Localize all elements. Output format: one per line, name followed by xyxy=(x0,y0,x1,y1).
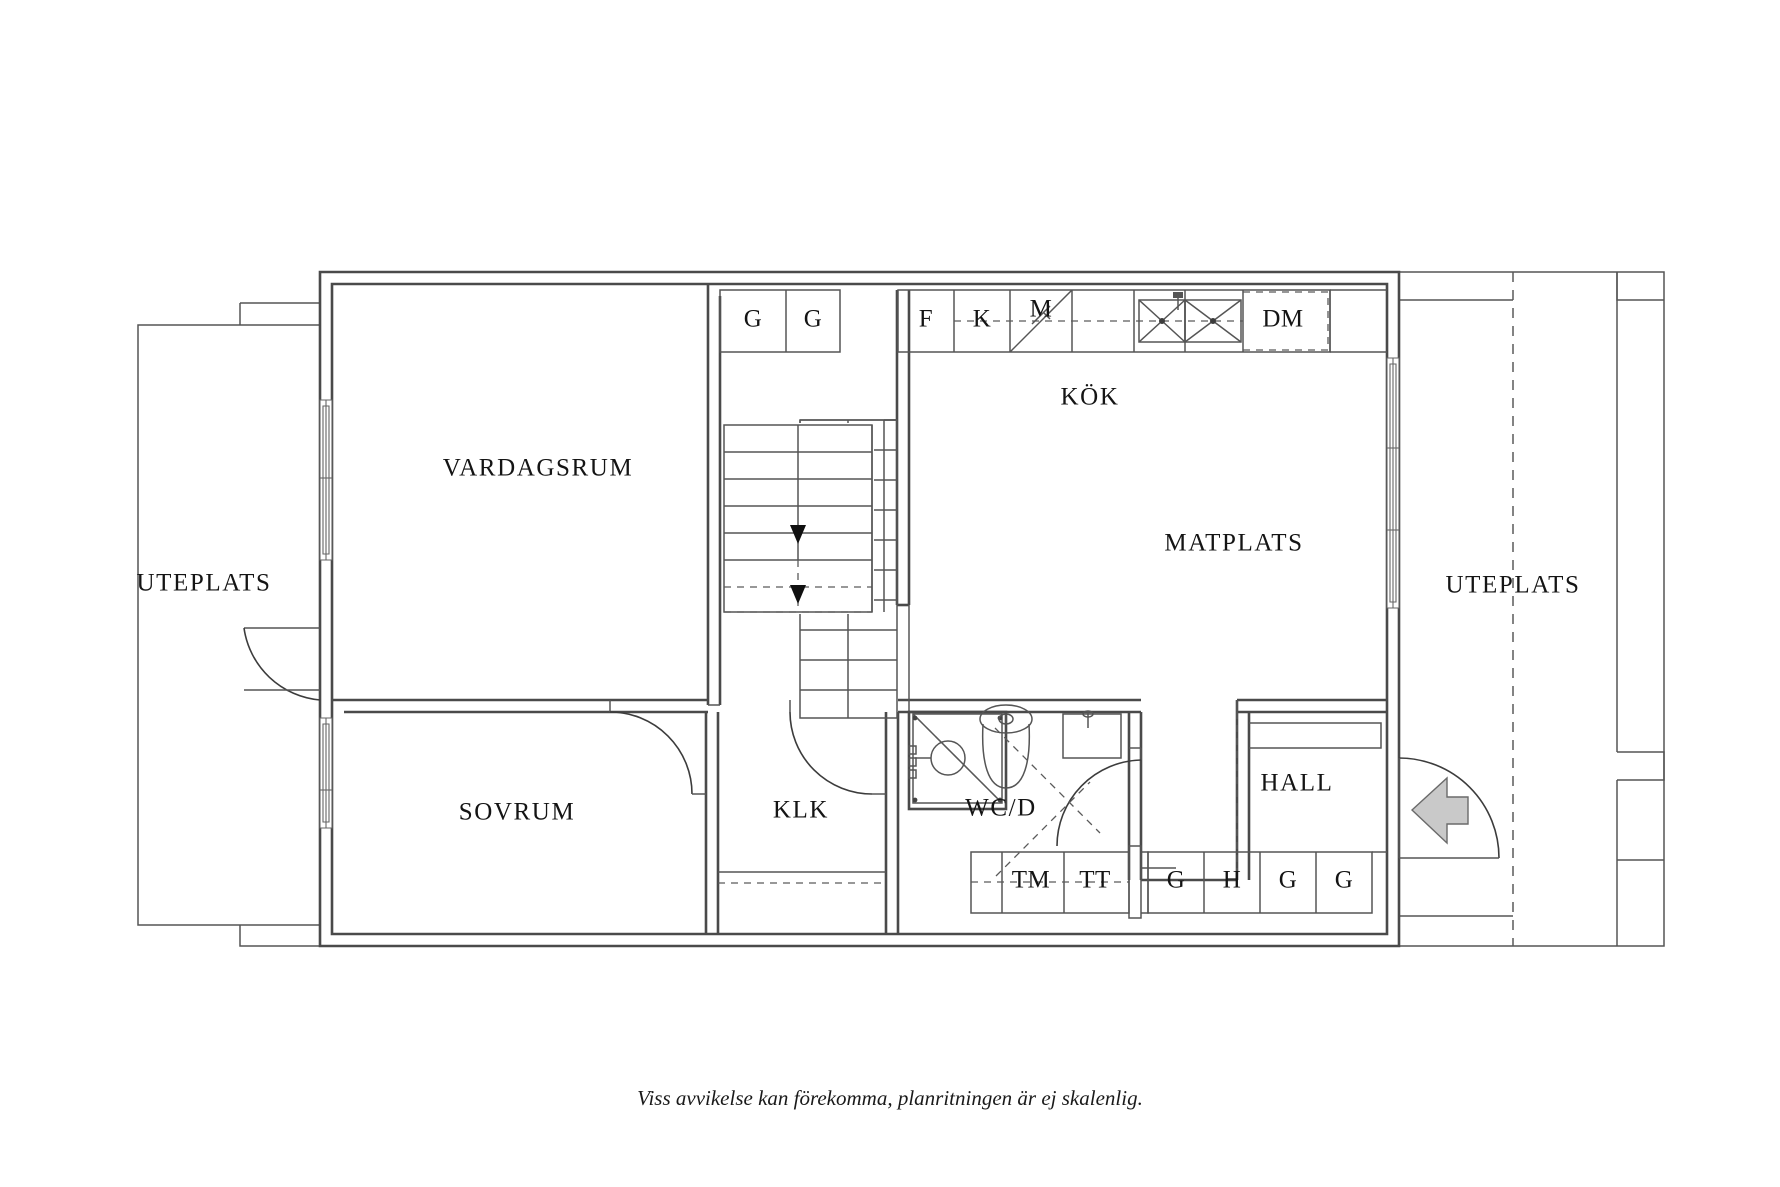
room-label-klk: KLK xyxy=(773,797,829,824)
window-right-tall xyxy=(1386,357,1400,609)
hall-closet-label-g-2: G xyxy=(1279,867,1298,894)
terrace-right-outline xyxy=(1398,271,1665,947)
kitchen-unit-label-dm: DM xyxy=(1262,306,1303,333)
shower-enclosure-icon xyxy=(907,710,1008,811)
kitchen-unit-label-g-2: G xyxy=(804,306,823,333)
hall-closet-label-g-3: G xyxy=(1335,867,1354,894)
door-wc[interactable] xyxy=(1056,747,1142,847)
room-label-kok: KÖK xyxy=(1061,384,1120,411)
kitchen-unit-label-f: F xyxy=(919,306,933,333)
kitchen-sink-icon xyxy=(1138,292,1242,343)
kitchen-unit-label-k: K xyxy=(973,306,992,333)
laundry-unit-label-tt: TT xyxy=(1079,867,1111,894)
room-label-sovrum: SOVRUM xyxy=(459,799,576,826)
toilet-icon xyxy=(979,704,1033,789)
kitchen-unit-label-m: M xyxy=(1030,296,1053,323)
laundry-unit-label-tm: TM xyxy=(1012,867,1051,894)
window-left-upper xyxy=(319,399,333,561)
kitchen-counter-run xyxy=(719,289,1387,353)
hall-closets-group xyxy=(1141,851,1387,914)
hall-closet-label-h: H xyxy=(1223,867,1242,894)
room-label-vardagsrum: VARDAGSRUM xyxy=(443,455,634,482)
hall-closet-label-g-1: G xyxy=(1167,867,1186,894)
room-label-hall: HALL xyxy=(1260,770,1333,797)
patio-door-left[interactable] xyxy=(243,627,321,701)
window-left-lower xyxy=(319,717,333,829)
room-label-wc-d: WC/D xyxy=(965,795,1037,822)
disclaimer-caption: Viss avvikelse kan förekomma, planritnin… xyxy=(637,1086,1143,1110)
laundry-units-group xyxy=(970,845,1142,919)
door-klk[interactable] xyxy=(789,700,886,795)
staircase-down-flight xyxy=(722,423,874,614)
wc-room-detail xyxy=(907,700,1122,877)
kitchen-unit-label-g-1: G xyxy=(744,306,763,333)
entry-door-hall[interactable] xyxy=(1398,757,1500,859)
room-label-matplats: MATPLATS xyxy=(1164,530,1303,557)
washbasin-icon xyxy=(1062,710,1122,759)
klk-shelf xyxy=(718,871,886,884)
door-sovrum[interactable] xyxy=(609,700,706,795)
terrace-left-outline xyxy=(137,302,321,947)
room-label-uteplats-left: UTEPLATS xyxy=(136,570,271,597)
room-label-uteplats-right: UTEPLATS xyxy=(1445,572,1580,599)
